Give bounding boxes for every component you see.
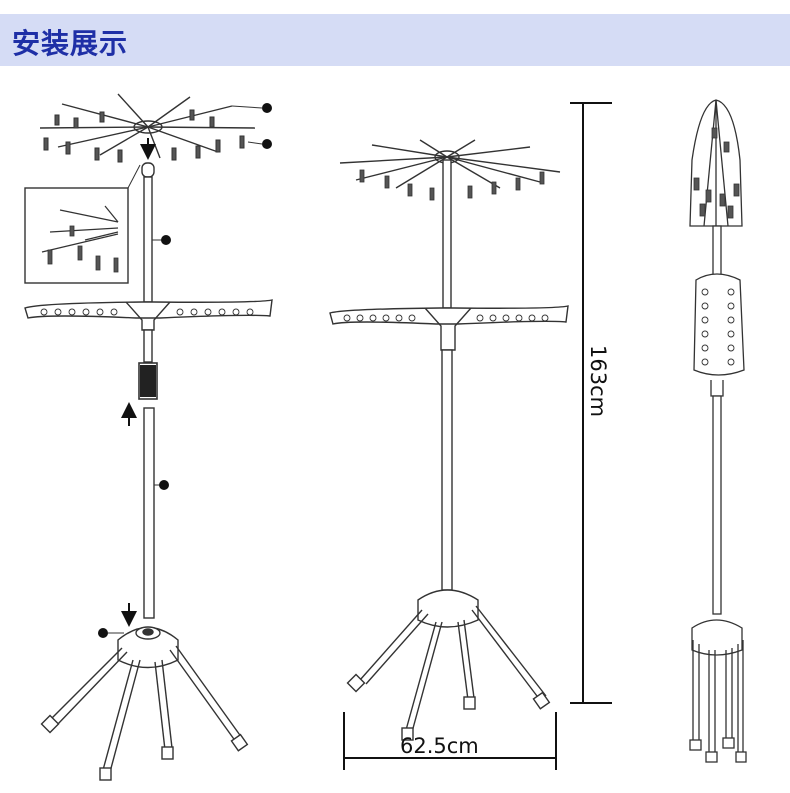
callout-2 (161, 235, 171, 245)
section-title: 安装展示 (12, 27, 129, 60)
folded-figure (689, 99, 747, 763)
assembly-figure (24, 93, 273, 781)
folded-clip-bar (693, 273, 745, 397)
assembled-base (346, 589, 551, 741)
pole-cap (141, 162, 155, 178)
callout-4 (262, 103, 272, 113)
assembled-pole (441, 349, 453, 591)
callout-5 (262, 139, 272, 149)
top-clip-ring (39, 93, 256, 163)
folded-pole (712, 395, 722, 615)
height-dimension (570, 102, 612, 704)
assembled-clip-bar (329, 305, 569, 351)
folded-base (689, 619, 747, 763)
tripod-base (40, 626, 249, 781)
lower-clip-bar (24, 299, 273, 331)
height-label: 163cm (586, 345, 610, 417)
callout-1 (98, 628, 108, 638)
callout-3 (159, 480, 169, 490)
width-label: 62.5cm (400, 734, 479, 758)
width-dimension (343, 712, 557, 770)
lower-pole (143, 407, 155, 619)
assembled-figure (329, 139, 569, 741)
section-header: 安装展示 (0, 14, 790, 66)
assembled-top-ring (339, 139, 561, 201)
folded-top (689, 99, 743, 227)
upper-pole (143, 176, 153, 303)
zoom-inset (24, 187, 129, 284)
